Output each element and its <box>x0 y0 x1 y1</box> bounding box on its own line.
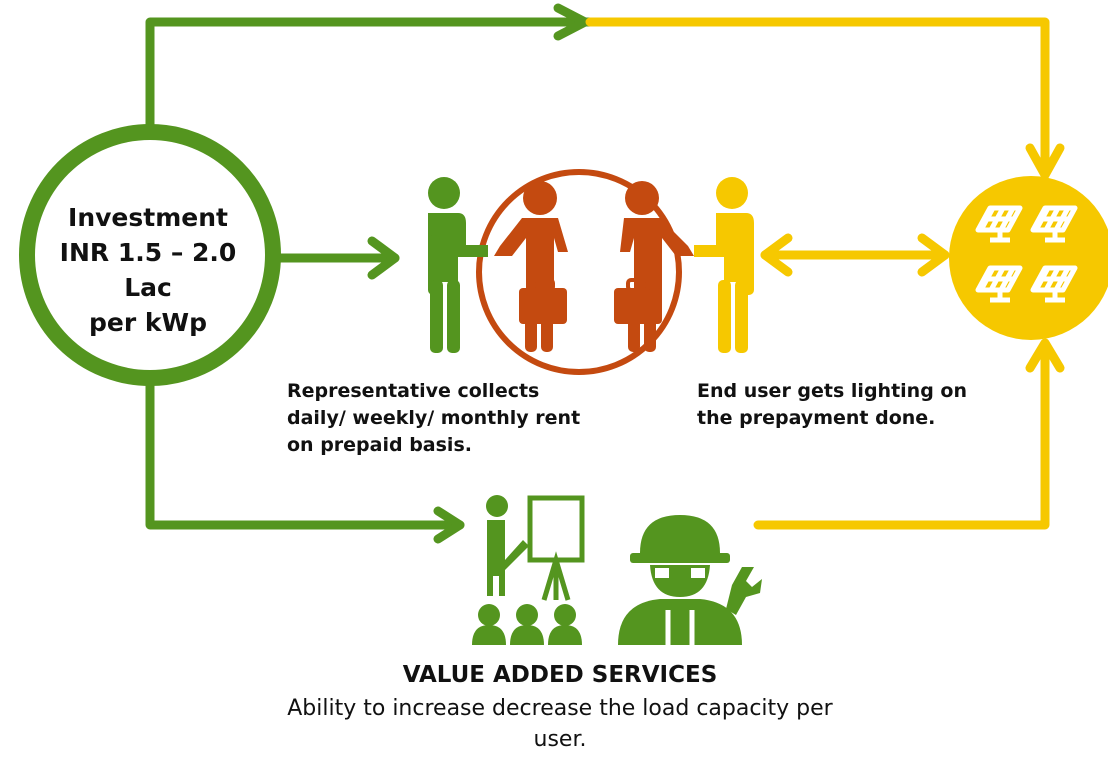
value-added-services-description: Ability to increase decrease the load ca… <box>287 696 833 752</box>
end-user-person-icon <box>694 177 754 353</box>
representative-description: Representative collects daily/ weekly/ m… <box>287 380 581 456</box>
investment-to-representative-arrow <box>267 236 400 280</box>
investment-circle <box>19 124 281 386</box>
end-user-description: End user gets lighting on the prepayment… <box>697 380 967 429</box>
value-added-services-title: VALUE ADDED SERVICES <box>402 662 718 688</box>
investment-label: Investment INR 1.5 – 2.0 Lac per kWp <box>48 200 248 340</box>
representative-person-icon <box>428 177 488 353</box>
user-solar-double-arrow <box>760 233 950 277</box>
bottom-flow-arrow <box>145 338 1065 544</box>
investment-line-3: per kWp <box>89 308 207 337</box>
presentation-training-icon <box>472 495 585 645</box>
investment-line-1: Investment <box>68 203 228 232</box>
technician-icon <box>618 515 762 645</box>
agent-left-businessman-icon <box>494 181 568 352</box>
agent-right-businessman-icon <box>614 181 694 352</box>
investment-line-2: INR 1.5 – 2.0 Lac <box>59 238 237 302</box>
solar-panel-icon <box>975 205 1078 303</box>
solar-circle <box>949 176 1108 340</box>
top-flow-arrow <box>145 3 1065 185</box>
